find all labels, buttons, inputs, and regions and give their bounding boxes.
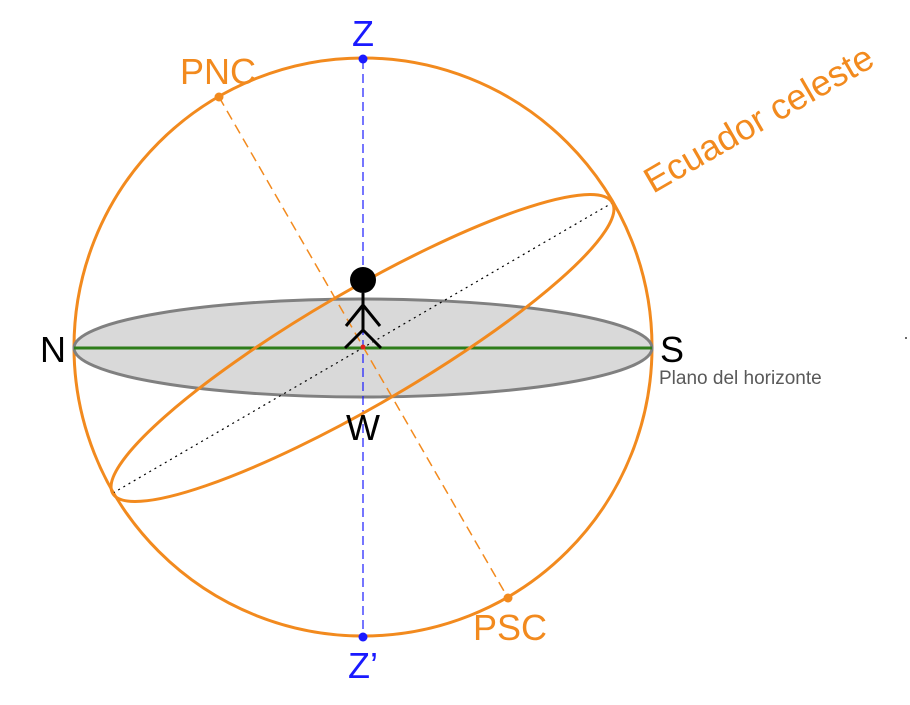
south-label: S [660, 329, 684, 370]
west-label: W [346, 407, 380, 448]
equator-label: Ecuador celeste [637, 36, 881, 201]
observer-point [360, 344, 366, 350]
north-label: N [40, 329, 66, 370]
zenith-label: Z [352, 13, 374, 54]
nadir-label: Z’ [348, 645, 378, 686]
stray-mark [905, 337, 907, 339]
observer-figure [343, 267, 383, 350]
psc-point [503, 593, 513, 603]
celestial-equator [109, 193, 616, 503]
pnc-point [214, 92, 224, 102]
nadir-point [358, 632, 368, 642]
psc-label: PSC [473, 607, 547, 648]
horizon-plane-label: Plano del horizonte [659, 368, 822, 389]
pnc-label: PNC [180, 51, 256, 92]
zenith-point [358, 54, 368, 64]
